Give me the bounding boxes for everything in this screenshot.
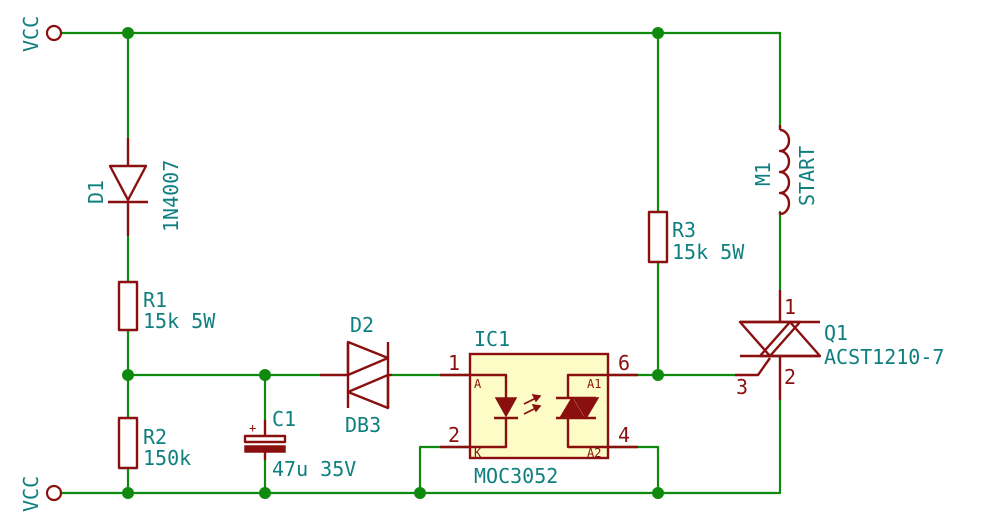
r3-ref: R3 bbox=[672, 218, 696, 242]
ic1-pin-4: 4 bbox=[618, 423, 630, 447]
ic1-pin-2: 2 bbox=[448, 423, 460, 447]
d2-ref: D2 bbox=[350, 313, 374, 337]
ic1-inner-a1: A1 bbox=[587, 377, 601, 391]
r1-value: 15k 5W bbox=[143, 309, 216, 333]
c1-value: 47u 35V bbox=[272, 457, 356, 481]
junction-dot bbox=[259, 369, 271, 381]
junction-dot bbox=[652, 369, 664, 381]
r3-value: 15k 5W bbox=[672, 240, 745, 264]
q1-value: ACST1210-7 bbox=[824, 345, 944, 369]
ic1-ref: IC1 bbox=[474, 327, 510, 351]
q1-pin-2: 2 bbox=[784, 365, 796, 389]
r2-value: 150k bbox=[143, 446, 191, 470]
c1-ref: C1 bbox=[272, 407, 296, 431]
junctions bbox=[122, 27, 664, 499]
m1-value: START bbox=[795, 146, 819, 206]
diac-d2: D2 DB3 bbox=[320, 313, 392, 437]
triac-q1: 1 2 3 Q1 ACST1210-7 bbox=[735, 290, 944, 400]
resistor-r1: R1 15k 5W bbox=[117, 280, 216, 333]
junction-dot bbox=[122, 27, 134, 39]
ic1-inner-a: A bbox=[474, 377, 482, 391]
junction-dot bbox=[652, 27, 664, 39]
vcc-bottom-label: VCC bbox=[19, 476, 43, 512]
optocoupler-ic1: A K A1 A2 1 2 6 4 IC1 MOC3052 bbox=[440, 327, 638, 488]
r1-ref: R1 bbox=[143, 288, 167, 312]
q1-pin-1: 1 bbox=[784, 295, 796, 319]
ic1-pin-6: 6 bbox=[618, 351, 630, 375]
diode-d1: D1 1N4007 bbox=[84, 138, 183, 236]
m1-ref: M1 bbox=[751, 162, 775, 186]
junction-dot bbox=[122, 487, 134, 499]
junction-dot bbox=[652, 487, 664, 499]
junction-dot bbox=[259, 487, 271, 499]
vcc-bottom-port: VCC bbox=[19, 476, 63, 512]
resistor-r3: R3 15k 5W bbox=[647, 210, 745, 264]
q1-pin-3: 3 bbox=[736, 375, 748, 399]
junction-dot bbox=[414, 487, 426, 499]
ic1-value: MOC3052 bbox=[474, 464, 558, 488]
inductor-m1: M1 START bbox=[751, 125, 819, 216]
vcc-top-port: VCC bbox=[19, 16, 63, 52]
d1-ref: D1 bbox=[84, 180, 108, 204]
c1-polarity: + bbox=[249, 421, 256, 435]
d1-value: 1N4007 bbox=[159, 160, 183, 232]
r2-ref: R2 bbox=[143, 425, 167, 449]
vcc-top-label: VCC bbox=[19, 16, 43, 52]
d2-value: DB3 bbox=[345, 413, 381, 437]
ic1-inner-a2: A2 bbox=[587, 446, 601, 460]
resistor-r2: R2 150k bbox=[117, 416, 191, 470]
ic1-inner-k: K bbox=[474, 446, 482, 460]
q1-ref: Q1 bbox=[824, 321, 848, 345]
ic1-pin-1: 1 bbox=[448, 351, 460, 375]
junction-dot bbox=[122, 369, 134, 381]
capacitor-c1: + C1 47u 35V bbox=[243, 407, 356, 481]
